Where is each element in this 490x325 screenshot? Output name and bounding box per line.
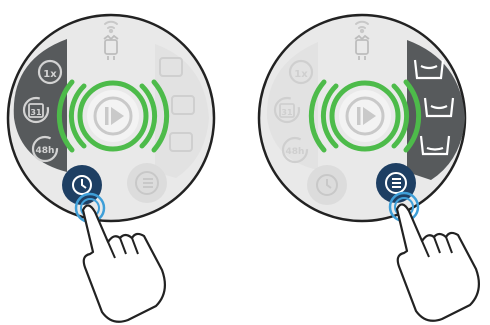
calendar-label: 31 <box>30 108 42 117</box>
play-pause-button[interactable] <box>87 90 139 142</box>
schedule-button[interactable] <box>307 165 347 205</box>
pointing-hand <box>397 204 479 320</box>
repeat-48h-label: 48h <box>286 147 305 157</box>
repeat-1x-label: 1x <box>43 69 57 80</box>
control-panel-left: 1x 31 48h <box>0 0 245 325</box>
calendar-label: 31 <box>281 108 293 117</box>
device-dial-left: 1x 31 48h <box>0 0 245 325</box>
schedule-button[interactable] <box>62 165 102 205</box>
repeat-1x-label: 1x <box>294 69 308 80</box>
pointing-hand <box>83 205 165 321</box>
control-panel-right: 1x 31 48h <box>245 0 490 325</box>
repeat-48h-label: 48h <box>36 146 55 156</box>
play-pause-button[interactable] <box>339 90 391 142</box>
device-dial-right: 1x 31 48h <box>245 0 490 325</box>
list-button[interactable] <box>127 163 167 203</box>
